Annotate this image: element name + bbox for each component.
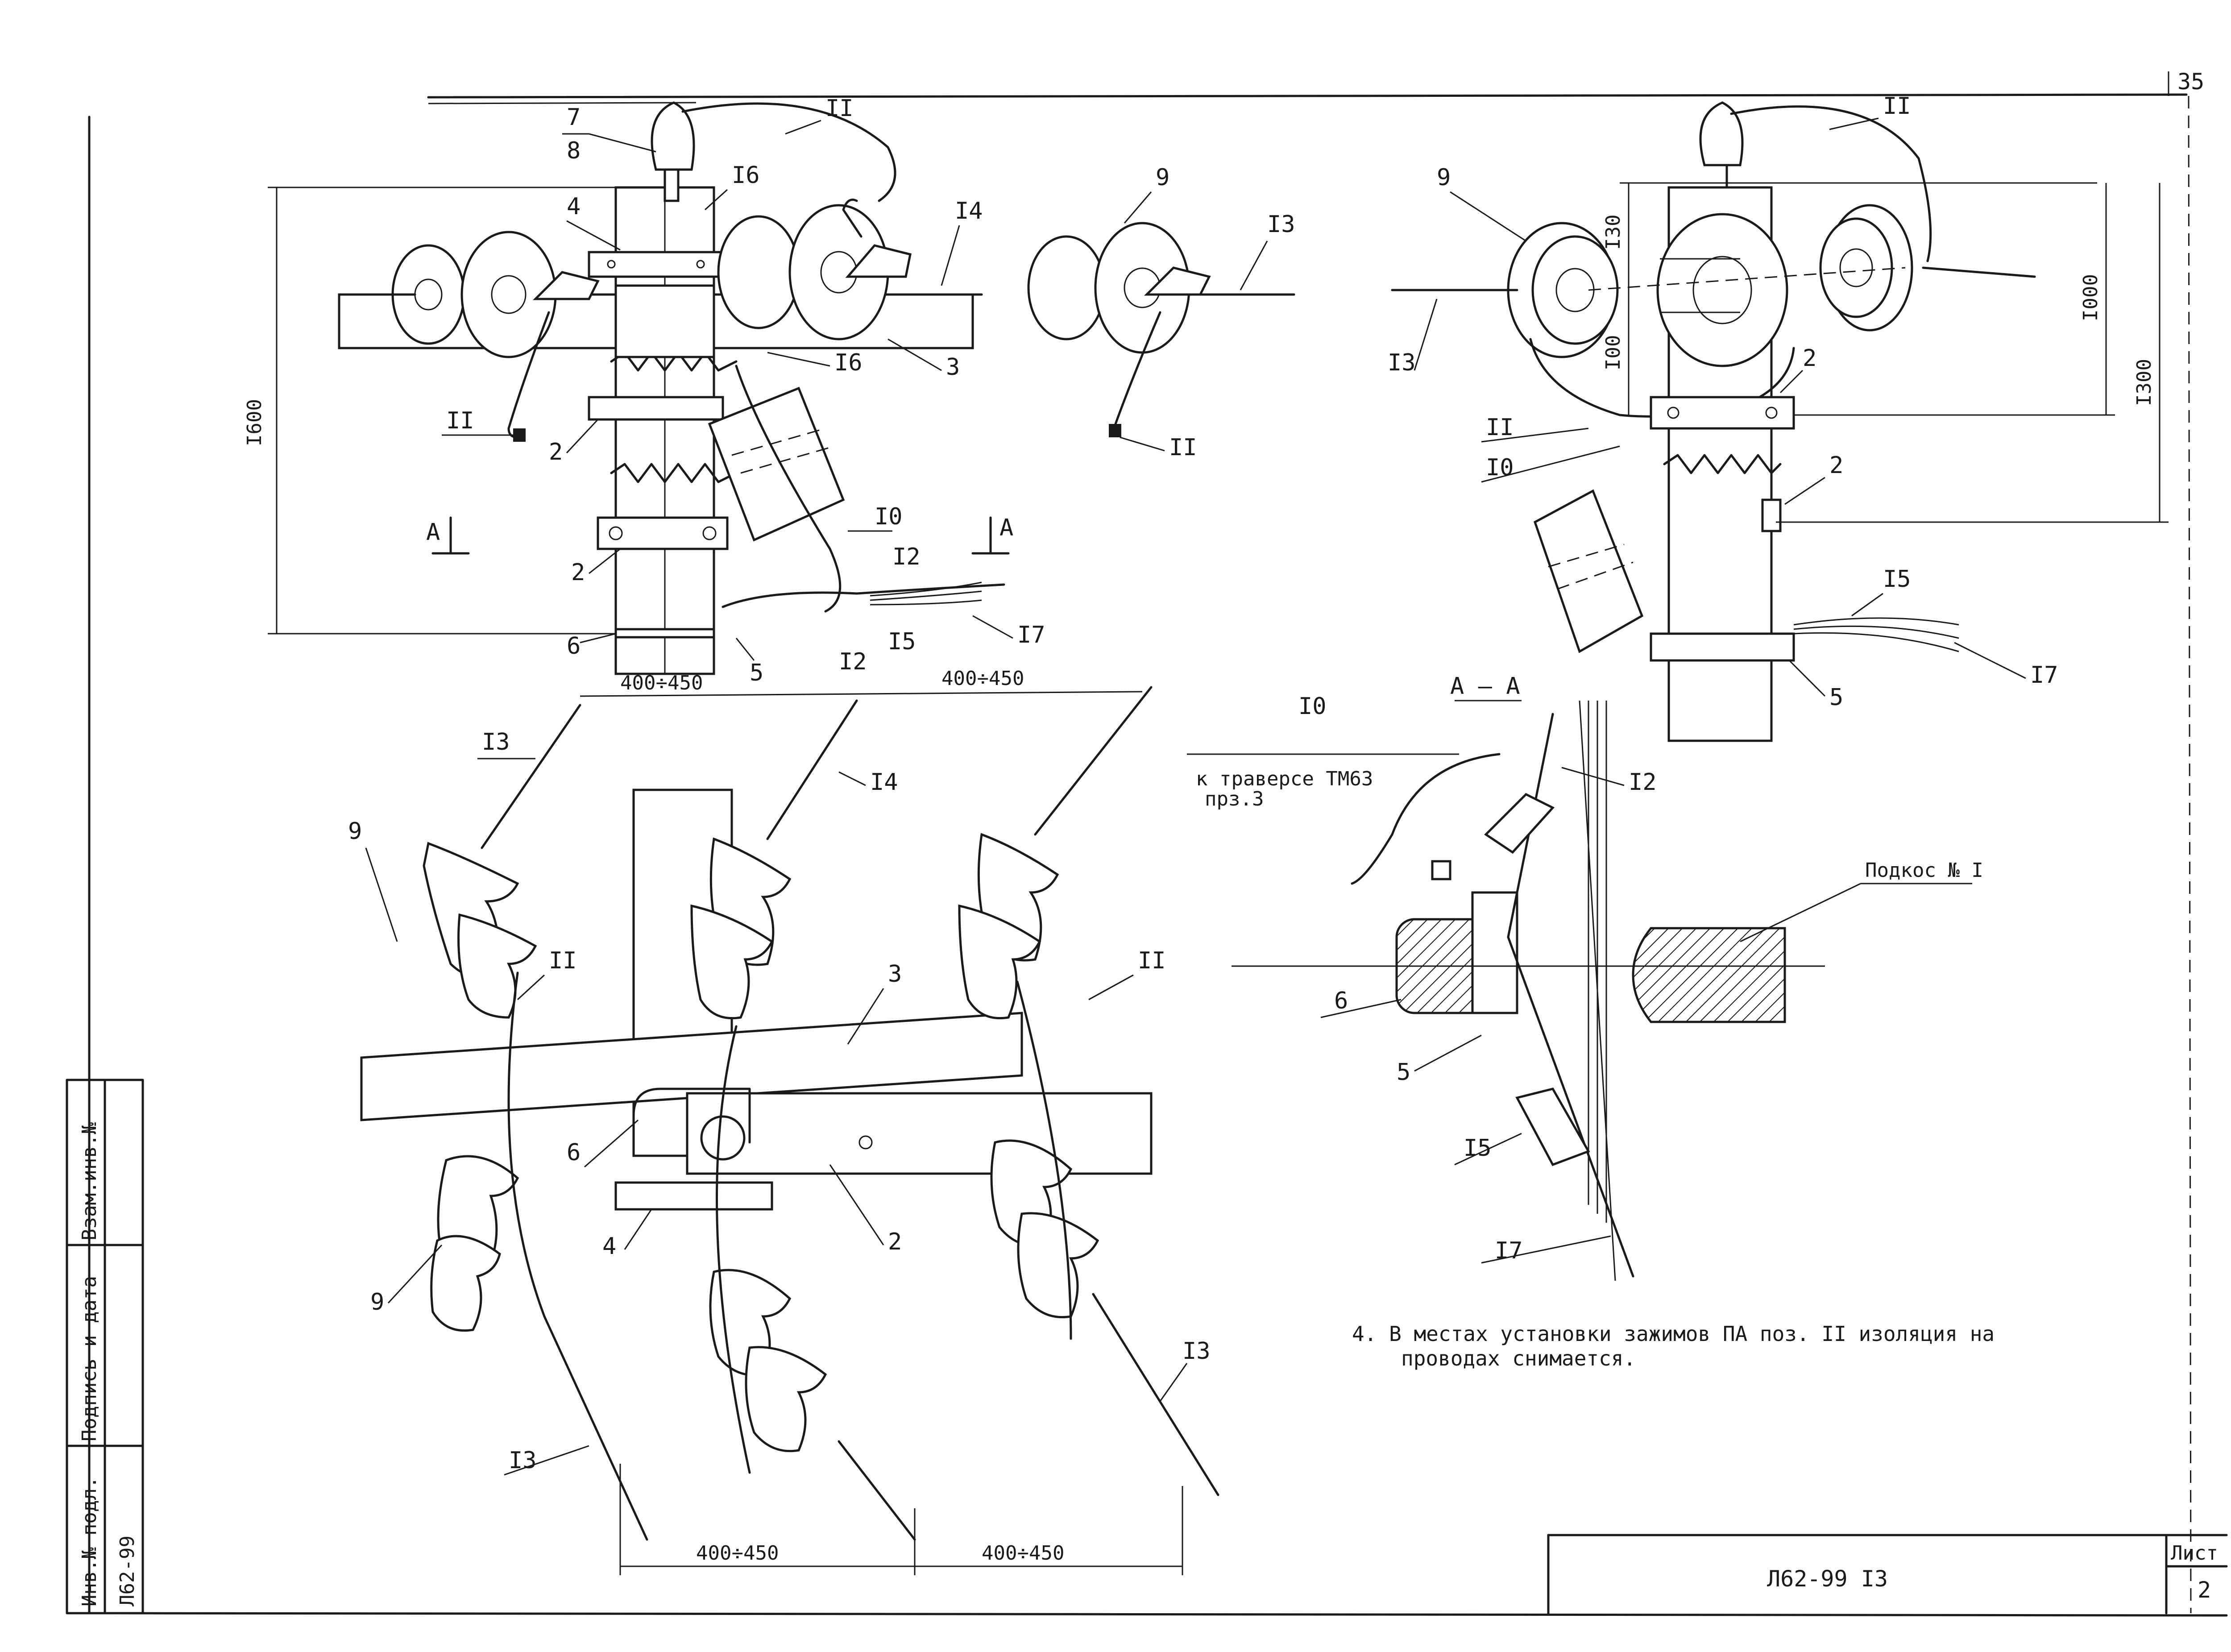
side-stamp <box>66 1079 144 1615</box>
label-4-plan: 4 <box>602 1233 616 1260</box>
label-5-side: 5 <box>1829 684 1843 711</box>
label-14-plan: I4 <box>870 769 898 796</box>
label-6-top: 6 <box>567 633 581 660</box>
label-13-plan-b: I3 <box>1182 1338 1211 1365</box>
label-9-top: 9 <box>1156 164 1169 191</box>
list-number: 2 <box>2198 1577 2211 1603</box>
label-11-plan-b: II <box>1138 947 1166 974</box>
section-aa <box>1232 700 1825 1281</box>
label-11-plan-a: II <box>549 947 577 974</box>
traverse-line-1: к траверсе ТМ63 <box>1196 768 1373 790</box>
label-11-right: II <box>1169 434 1197 461</box>
label-6-section: 6 <box>1334 988 1348 1014</box>
list-label: Лист <box>2171 1542 2218 1565</box>
label-12-section: I2 <box>1629 769 1657 796</box>
label-15-section: I5 <box>1464 1135 1492 1162</box>
title-block <box>1547 1534 2228 1615</box>
label-5-section: 5 <box>1397 1059 1410 1086</box>
note-line-2: проводах снимается. <box>1401 1346 1636 1370</box>
label-17-top: I7 <box>1017 622 1045 648</box>
label-2-upper: 2 <box>549 439 563 465</box>
label-9-plan-b: 9 <box>370 1289 384 1316</box>
label-8: 8 <box>567 137 581 164</box>
dim-range-top-1: 400÷450 <box>620 672 703 694</box>
stamp-vzam-inv: Взам.инв.№ <box>78 1122 101 1241</box>
part-labels: 7 8 4 I6 II 9 I4 I3 I6 3 II 2 II I0 I2 2… <box>243 93 2156 1565</box>
front-view <box>268 101 1295 675</box>
plan-view <box>360 686 1219 1575</box>
podkos-label: Подкос № I <box>1865 859 1983 882</box>
stamp-inv-value: Л62-99 <box>116 1536 139 1606</box>
dim-range-top-2: 400÷450 <box>941 667 1024 690</box>
label-5-top: 5 <box>750 660 763 686</box>
label-A-left: A <box>426 519 440 546</box>
side-view <box>1391 101 2169 742</box>
dim-range-bottom-1: 400÷450 <box>696 1542 779 1565</box>
label-16-mid: I6 <box>834 349 863 376</box>
label-A-right: A <box>999 515 1013 541</box>
dim-range-bottom-2: 400÷450 <box>982 1542 1064 1565</box>
label-13-plan-a: I3 <box>482 729 510 755</box>
label-11-left: II <box>446 407 474 434</box>
label-14-top: I4 <box>955 198 983 224</box>
label-9-side: 9 <box>1437 164 1451 191</box>
dim-1000: I000 <box>2079 274 2102 321</box>
stamp-inv-podl: Инв.№ подл. <box>78 1477 101 1606</box>
label-3-top: 3 <box>946 354 960 381</box>
label-3-plan: 3 <box>888 961 902 988</box>
label-17-side: I7 <box>2030 662 2058 689</box>
label-2-lower: 2 <box>571 559 585 586</box>
label-4-top: 4 <box>567 193 581 220</box>
label-6-plan: 6 <box>567 1139 581 1166</box>
label-13-plan-c: I3 <box>509 1447 537 1474</box>
label-13-top: I3 <box>1267 211 1295 238</box>
page-number: 35 <box>2177 69 2204 95</box>
dim-1600: I600 <box>243 399 266 446</box>
label-2-side-b: 2 <box>1829 452 1843 479</box>
label-15-top: I5 <box>888 628 916 655</box>
dim-1300: I300 <box>2133 359 2156 406</box>
label-11-side-top: II <box>1883 93 1911 120</box>
label-10-section: I0 <box>1298 693 1327 720</box>
section-title: А – А <box>1450 673 1520 700</box>
stamp-podpis-data: Подпись и дата <box>78 1276 101 1441</box>
label-12-b: I2 <box>839 648 867 675</box>
dim-130: I30 <box>1602 215 1625 250</box>
note-line-1: 4. В местах установки зажимов ПА поз. II… <box>1352 1322 1995 1346</box>
dim-100: I00 <box>1602 335 1625 370</box>
doc-code: Л62-99 I3 <box>1767 1566 1888 1592</box>
label-7: 7 <box>567 104 581 131</box>
label-17-section: I7 <box>1495 1237 1523 1264</box>
label-13-side: I3 <box>1388 349 1416 376</box>
label-10-top: I0 <box>875 503 903 530</box>
label-16-top: I6 <box>732 162 760 189</box>
label-2-plan: 2 <box>888 1229 902 1255</box>
label-15-side: I5 <box>1883 566 1911 593</box>
label-11-side-b: II <box>1486 414 1514 441</box>
label-9-plan-a: 9 <box>348 818 362 845</box>
label-11-top: II <box>825 95 854 122</box>
traverse-line-2: прз.3 <box>1205 788 1264 810</box>
label-12-a: I2 <box>892 544 921 570</box>
label-2-side-a: 2 <box>1803 345 1816 372</box>
sheet-frame <box>88 71 2228 1617</box>
